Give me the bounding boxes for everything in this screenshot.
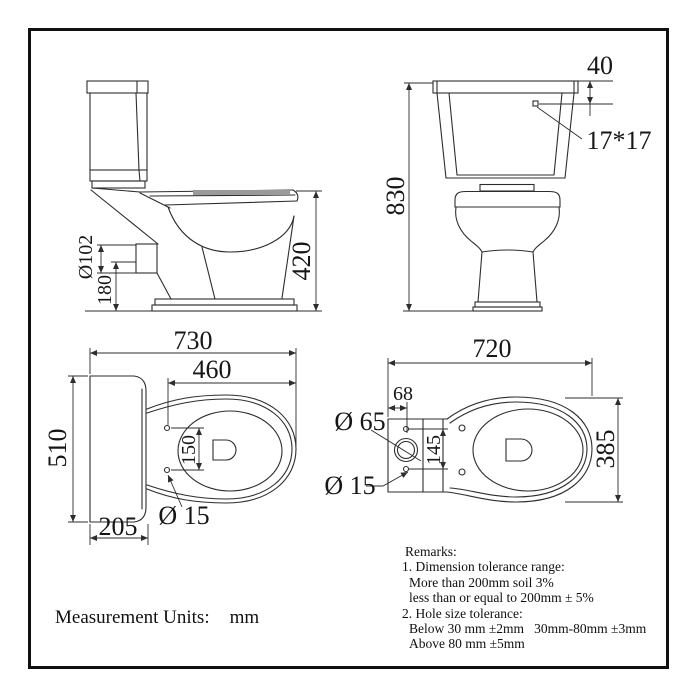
dim-label-tank-depth: 205 xyxy=(98,512,138,541)
remarks-line: 1. Dimension tolerance range: xyxy=(402,559,565,575)
top-view-complete xyxy=(68,348,297,545)
remarks-line: Below 30 mm ±2mm 30mm-80mm ±3mm xyxy=(409,621,647,637)
tank-bolt-hole xyxy=(402,425,410,433)
front-view xyxy=(403,80,613,312)
remarks-line: 2. Hole size tolerance: xyxy=(402,605,523,621)
tank-bolt-hole xyxy=(402,465,410,473)
dim-label-hole-offset: 40 xyxy=(587,51,613,80)
seat-lid-strip xyxy=(193,190,290,195)
flush-outlet-shape xyxy=(505,438,533,462)
dim-label-bolt-hole: Ø 15 xyxy=(324,471,376,500)
seat-hinge-hole xyxy=(163,466,171,474)
outlet-spigot xyxy=(135,243,158,274)
dim-label-hinge-spacing: 150 xyxy=(178,435,200,465)
dim-label-total-height: 830 xyxy=(381,176,410,216)
dim-label-outlet-center-height: 180 xyxy=(94,275,116,305)
dim-label-inlet-hole: Ø 65 xyxy=(334,407,386,436)
dim-label-bowl-total-depth: 720 xyxy=(472,334,512,363)
remarks-line: More than 200mm soil 3% xyxy=(409,574,554,590)
water-inlet-hole xyxy=(393,437,419,463)
dim-label-hinge-hole: Ø 15 xyxy=(158,501,210,530)
seat-hinge-hole xyxy=(163,424,171,432)
remarks-title: Remarks: xyxy=(405,544,457,559)
seat-hinge-hole xyxy=(458,424,466,432)
top-view-bowl xyxy=(366,358,623,503)
dim-label-seat-height: 420 xyxy=(287,241,316,281)
measurement-units-value: mm xyxy=(229,607,260,628)
dim-label-outlet-diameter: Ø102 xyxy=(75,234,97,280)
dim-label-bowl-length: 460 xyxy=(192,355,232,384)
dim-label-bolt-spacing: 145 xyxy=(423,435,445,465)
remarks-block: Remarks: 1. Dimension tolerance range: M… xyxy=(402,544,677,652)
dim-label-total-depth: 730 xyxy=(173,326,213,355)
seat-hinge-hole xyxy=(458,468,466,476)
drawing-border xyxy=(28,28,669,669)
flush-outlet-shape xyxy=(212,439,237,461)
measurement-units-label: Measurement Units: xyxy=(55,607,210,628)
dim-label-width: 510 xyxy=(43,428,72,468)
dim-label-hole-size: 17*17 xyxy=(586,126,652,155)
side-view xyxy=(85,80,322,312)
measurement-units: Measurement Units: mm xyxy=(55,607,259,629)
remarks-line: less than or equal to 200mm ± 5% xyxy=(409,590,594,606)
dim-label-bowl-width: 385 xyxy=(591,429,620,469)
remarks-line: Above 80 mm ±5mm xyxy=(409,636,525,652)
tank-fixing-hole xyxy=(532,100,539,107)
dim-label-inlet-offset: 68 xyxy=(393,383,413,405)
